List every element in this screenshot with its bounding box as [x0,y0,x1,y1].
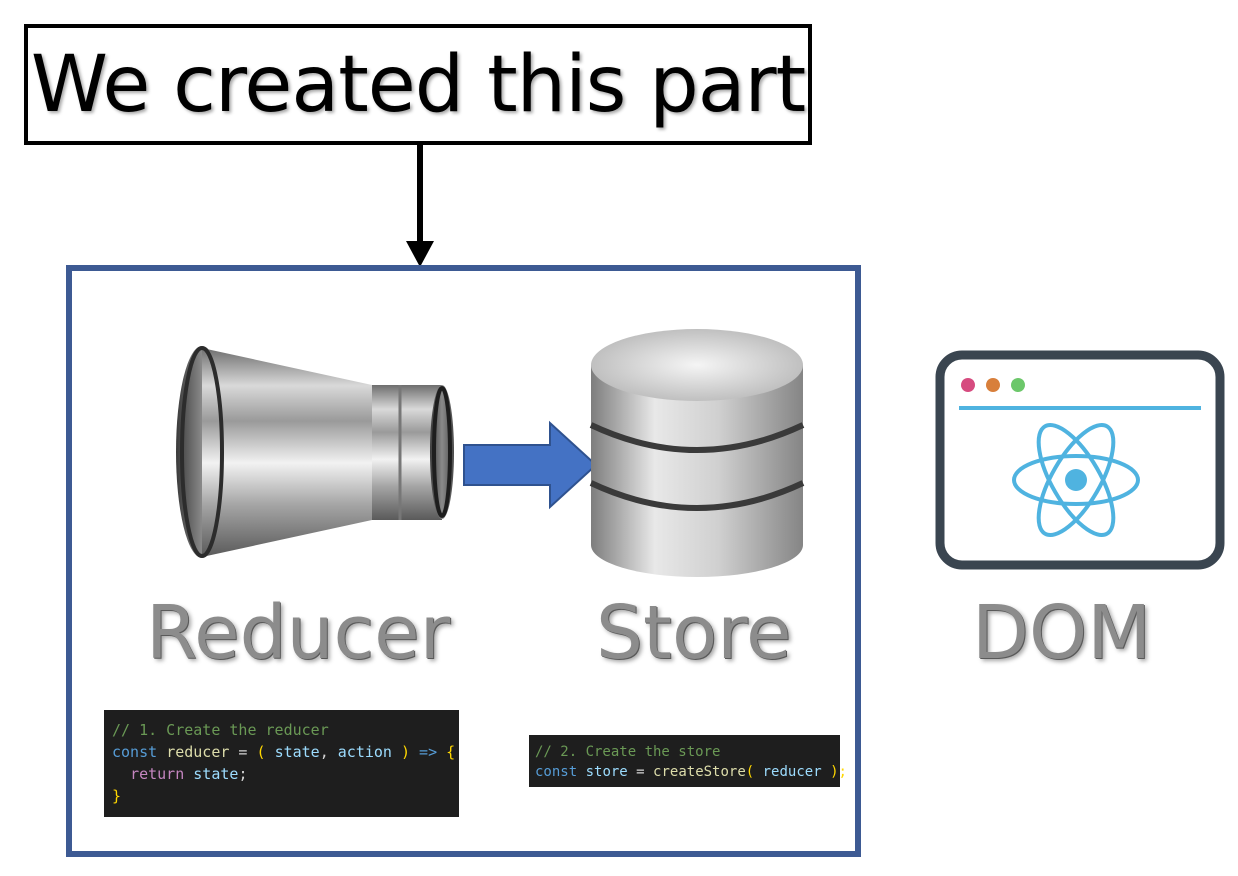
react-browser-window-icon [935,350,1225,570]
connector-arrow [406,145,434,267]
window-dot-green [1011,378,1025,392]
window-dot-orange [986,378,1000,392]
code-line-declaration: const reducer = ( state, action ) => { [112,743,456,761]
reducer-label: Reducer [146,590,451,676]
dom-label: DOM [972,590,1152,676]
code-line-comment: // 1. Create the reducer [112,721,329,739]
window-dot-red [961,378,975,392]
store-code-snippet: // 2. Create the store const store = cre… [529,735,847,787]
code-line-declaration: const store = createStore( reducer ); [535,764,847,780]
store-label: Store [596,590,792,676]
callout-text: We created this part [30,39,806,130]
reducer-code-snippet: // 1. Create the reducer const reducer =… [104,710,459,817]
react-logo-icon [1012,422,1140,538]
database-icon [589,329,805,577]
code-line-comment: // 2. Create the store [535,744,721,760]
flow-arrow [463,420,598,510]
code-line-return: return state; [130,765,248,783]
callout-box: We created this part [24,24,812,145]
code-line-close: } [112,787,122,805]
duct-reducer-icon [176,346,454,558]
